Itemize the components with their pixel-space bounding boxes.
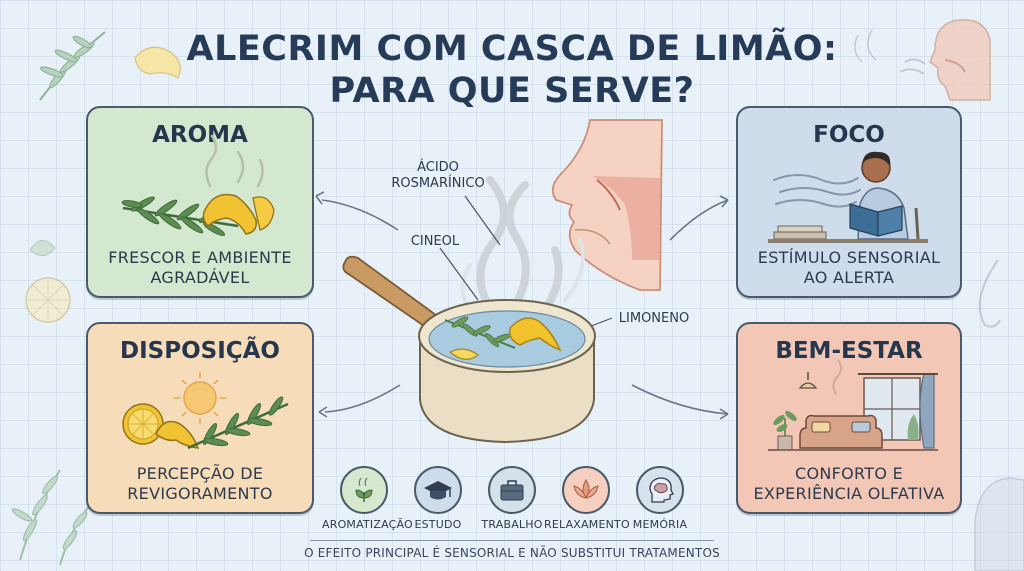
use-relaxamento: RELAXAMENTO	[544, 466, 630, 531]
footer-disclaimer: O EFEITO PRINCIPAL É SENSORIAL E NÃO SUB…	[304, 546, 720, 560]
card-disposicao-desc-1: PERCEPÇÃO DE	[136, 464, 264, 483]
head-profile-decoration-icon	[854, 19, 991, 101]
arrow-to-aroma	[321, 199, 399, 231]
card-foco: FOCO ESTÍMULO SENSORIAL AO ALERTA	[736, 106, 962, 298]
leaf-steam-icon	[340, 466, 388, 514]
footer-divider	[310, 540, 714, 541]
use-estudo-label: ESTUDO	[414, 518, 462, 531]
cineol-pointer	[439, 247, 479, 301]
label-acido-line-1: ÁCIDO	[417, 160, 459, 175]
steam-icon	[476, 176, 563, 309]
label-limoneno: LIMONENO	[618, 311, 690, 326]
card-aroma-desc-2: AGRADÁVEL	[150, 268, 250, 287]
arrow-to-disposicao	[324, 384, 401, 413]
card-foco-heading: FOCO	[813, 122, 885, 148]
uses-row: AROMATIZAÇÃO ESTUDO TRABALHO	[320, 466, 700, 536]
rosemary-lemon-icon	[121, 134, 275, 237]
card-foco-desc-1: ESTÍMULO SENSORIAL	[757, 248, 941, 267]
lemon-slice-decoration-icon	[25, 240, 71, 323]
rosemary-decoration-bottom-icon	[11, 469, 91, 566]
label-acido-line-2: ROSMARÍNICO	[391, 176, 485, 191]
use-relaxamento-label: RELAXAMENTO	[544, 518, 630, 531]
lemon-peel-decoration-icon	[134, 46, 181, 79]
use-aromatizacao: AROMATIZAÇÃO	[322, 466, 413, 531]
use-memoria-label: MEMÓRIA	[632, 518, 688, 531]
use-estudo: ESTUDO	[396, 466, 480, 531]
arrow-to-bem-estar	[631, 384, 729, 415]
head-decoration-bottom-icon	[974, 477, 1024, 571]
card-bem-estar-desc-2: EXPERIÊNCIA OLFATIVA	[753, 484, 945, 503]
acido-pointer	[464, 195, 501, 246]
use-trabalho: TRABALHO	[470, 466, 554, 531]
card-aroma: AROMA FRESCOR E AMBIENTE AGRADÁVEL	[86, 106, 314, 298]
card-foco-desc-2: AO ALERTA	[803, 268, 895, 287]
sun-lemon-rosemary-icon	[122, 372, 289, 450]
use-aromatizacao-label: AROMATIZAÇÃO	[322, 518, 413, 531]
person-reading-icon	[768, 151, 928, 243]
card-disposicao-heading: DISPOSIÇÃO	[120, 338, 280, 364]
title-line-2: PARA QUE SERVE?	[329, 71, 695, 111]
page-title: ALECRIM COM CASCA DE LIMÃO: PARA QUE SER…	[180, 28, 844, 112]
use-memoria: MEMÓRIA	[618, 466, 702, 531]
card-bem-estar: BEM-ESTAR CONFORTO E EXPERIÊNCIA OLFATIV…	[736, 322, 962, 514]
label-acido-rosmarinico: ÁCIDO ROSMARÍNICO	[388, 160, 488, 192]
nose-decoration-icon	[978, 259, 1001, 328]
nose-profile-icon	[551, 119, 663, 291]
arrow-to-foco	[669, 199, 729, 241]
use-trabalho-label: TRABALHO	[481, 518, 543, 531]
rosemary-decoration-icon	[39, 31, 106, 101]
graduation-cap-icon	[414, 466, 462, 514]
label-cineol: CINEOL	[410, 234, 460, 249]
title-line-1: ALECRIM COM CASCA DE LIMÃO:	[186, 29, 838, 69]
card-aroma-heading: AROMA	[152, 122, 248, 148]
card-bem-estar-desc-1: CONFORTO E	[794, 464, 904, 483]
briefcase-icon	[488, 466, 536, 514]
brain-head-icon	[636, 466, 684, 514]
connector-arrows	[315, 191, 729, 420]
saucepan-icon	[342, 255, 596, 444]
card-disposicao: DISPOSIÇÃO PERCEPÇÃO DE REVIGORAMENTO	[86, 322, 314, 514]
living-room-icon	[768, 359, 938, 451]
card-bem-estar-heading: BEM-ESTAR	[775, 338, 923, 364]
card-disposicao-desc-2: REVIGORAMENTO	[127, 484, 273, 503]
lotus-icon	[562, 466, 610, 514]
card-aroma-desc-1: FRESCOR E AMBIENTE	[108, 248, 292, 267]
